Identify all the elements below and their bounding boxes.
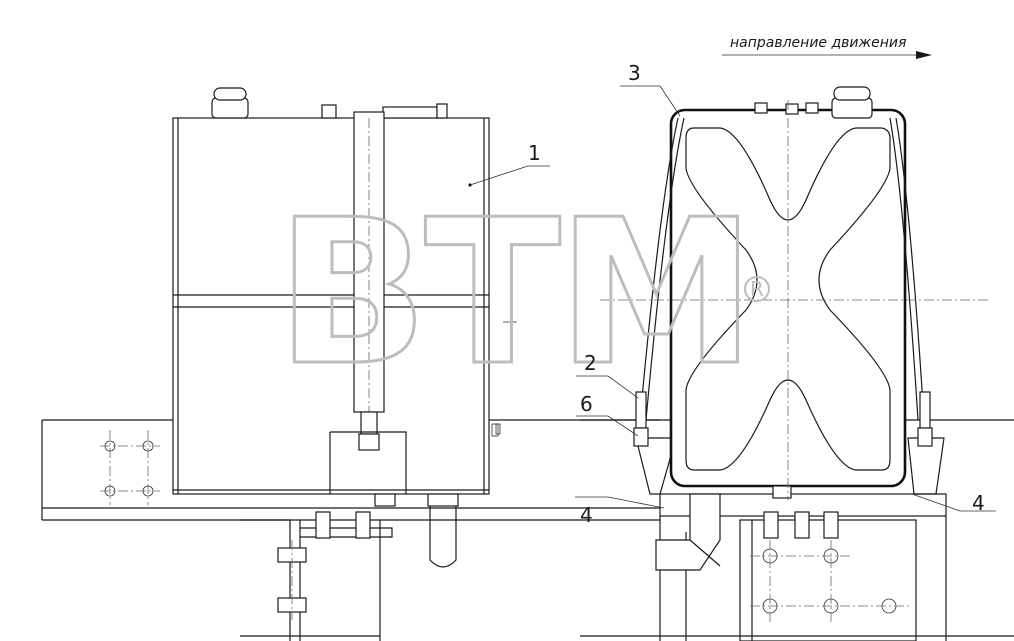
frame-beam-right (580, 419, 1014, 641)
watermark: BTM R (275, 176, 770, 412)
tank-front (600, 86, 990, 571)
frame-beam-left (41, 419, 660, 521)
registered-mark-icon (744, 276, 770, 302)
support-bracket-left (240, 511, 393, 641)
tank-side (172, 87, 517, 568)
registered-mark: R (750, 277, 764, 301)
arrow-head-icon (916, 51, 932, 59)
callout-4-left: 4 (580, 503, 593, 527)
watermark-text: BTM (276, 177, 752, 410)
direction-label: направление движения (730, 35, 906, 51)
right-front-view (580, 86, 1014, 641)
support-left (635, 437, 677, 495)
direction-of-travel: направление движения (722, 35, 932, 59)
callout-2: 2 (584, 351, 597, 375)
callout-1: 1 (528, 141, 541, 165)
callout-6: 6 (580, 392, 593, 416)
callout-3: 3 (628, 61, 641, 85)
left-side-view (41, 87, 660, 641)
callout-4-right: 4 (972, 491, 985, 515)
callouts: 1 3 2 6 4 4 (468, 61, 996, 527)
